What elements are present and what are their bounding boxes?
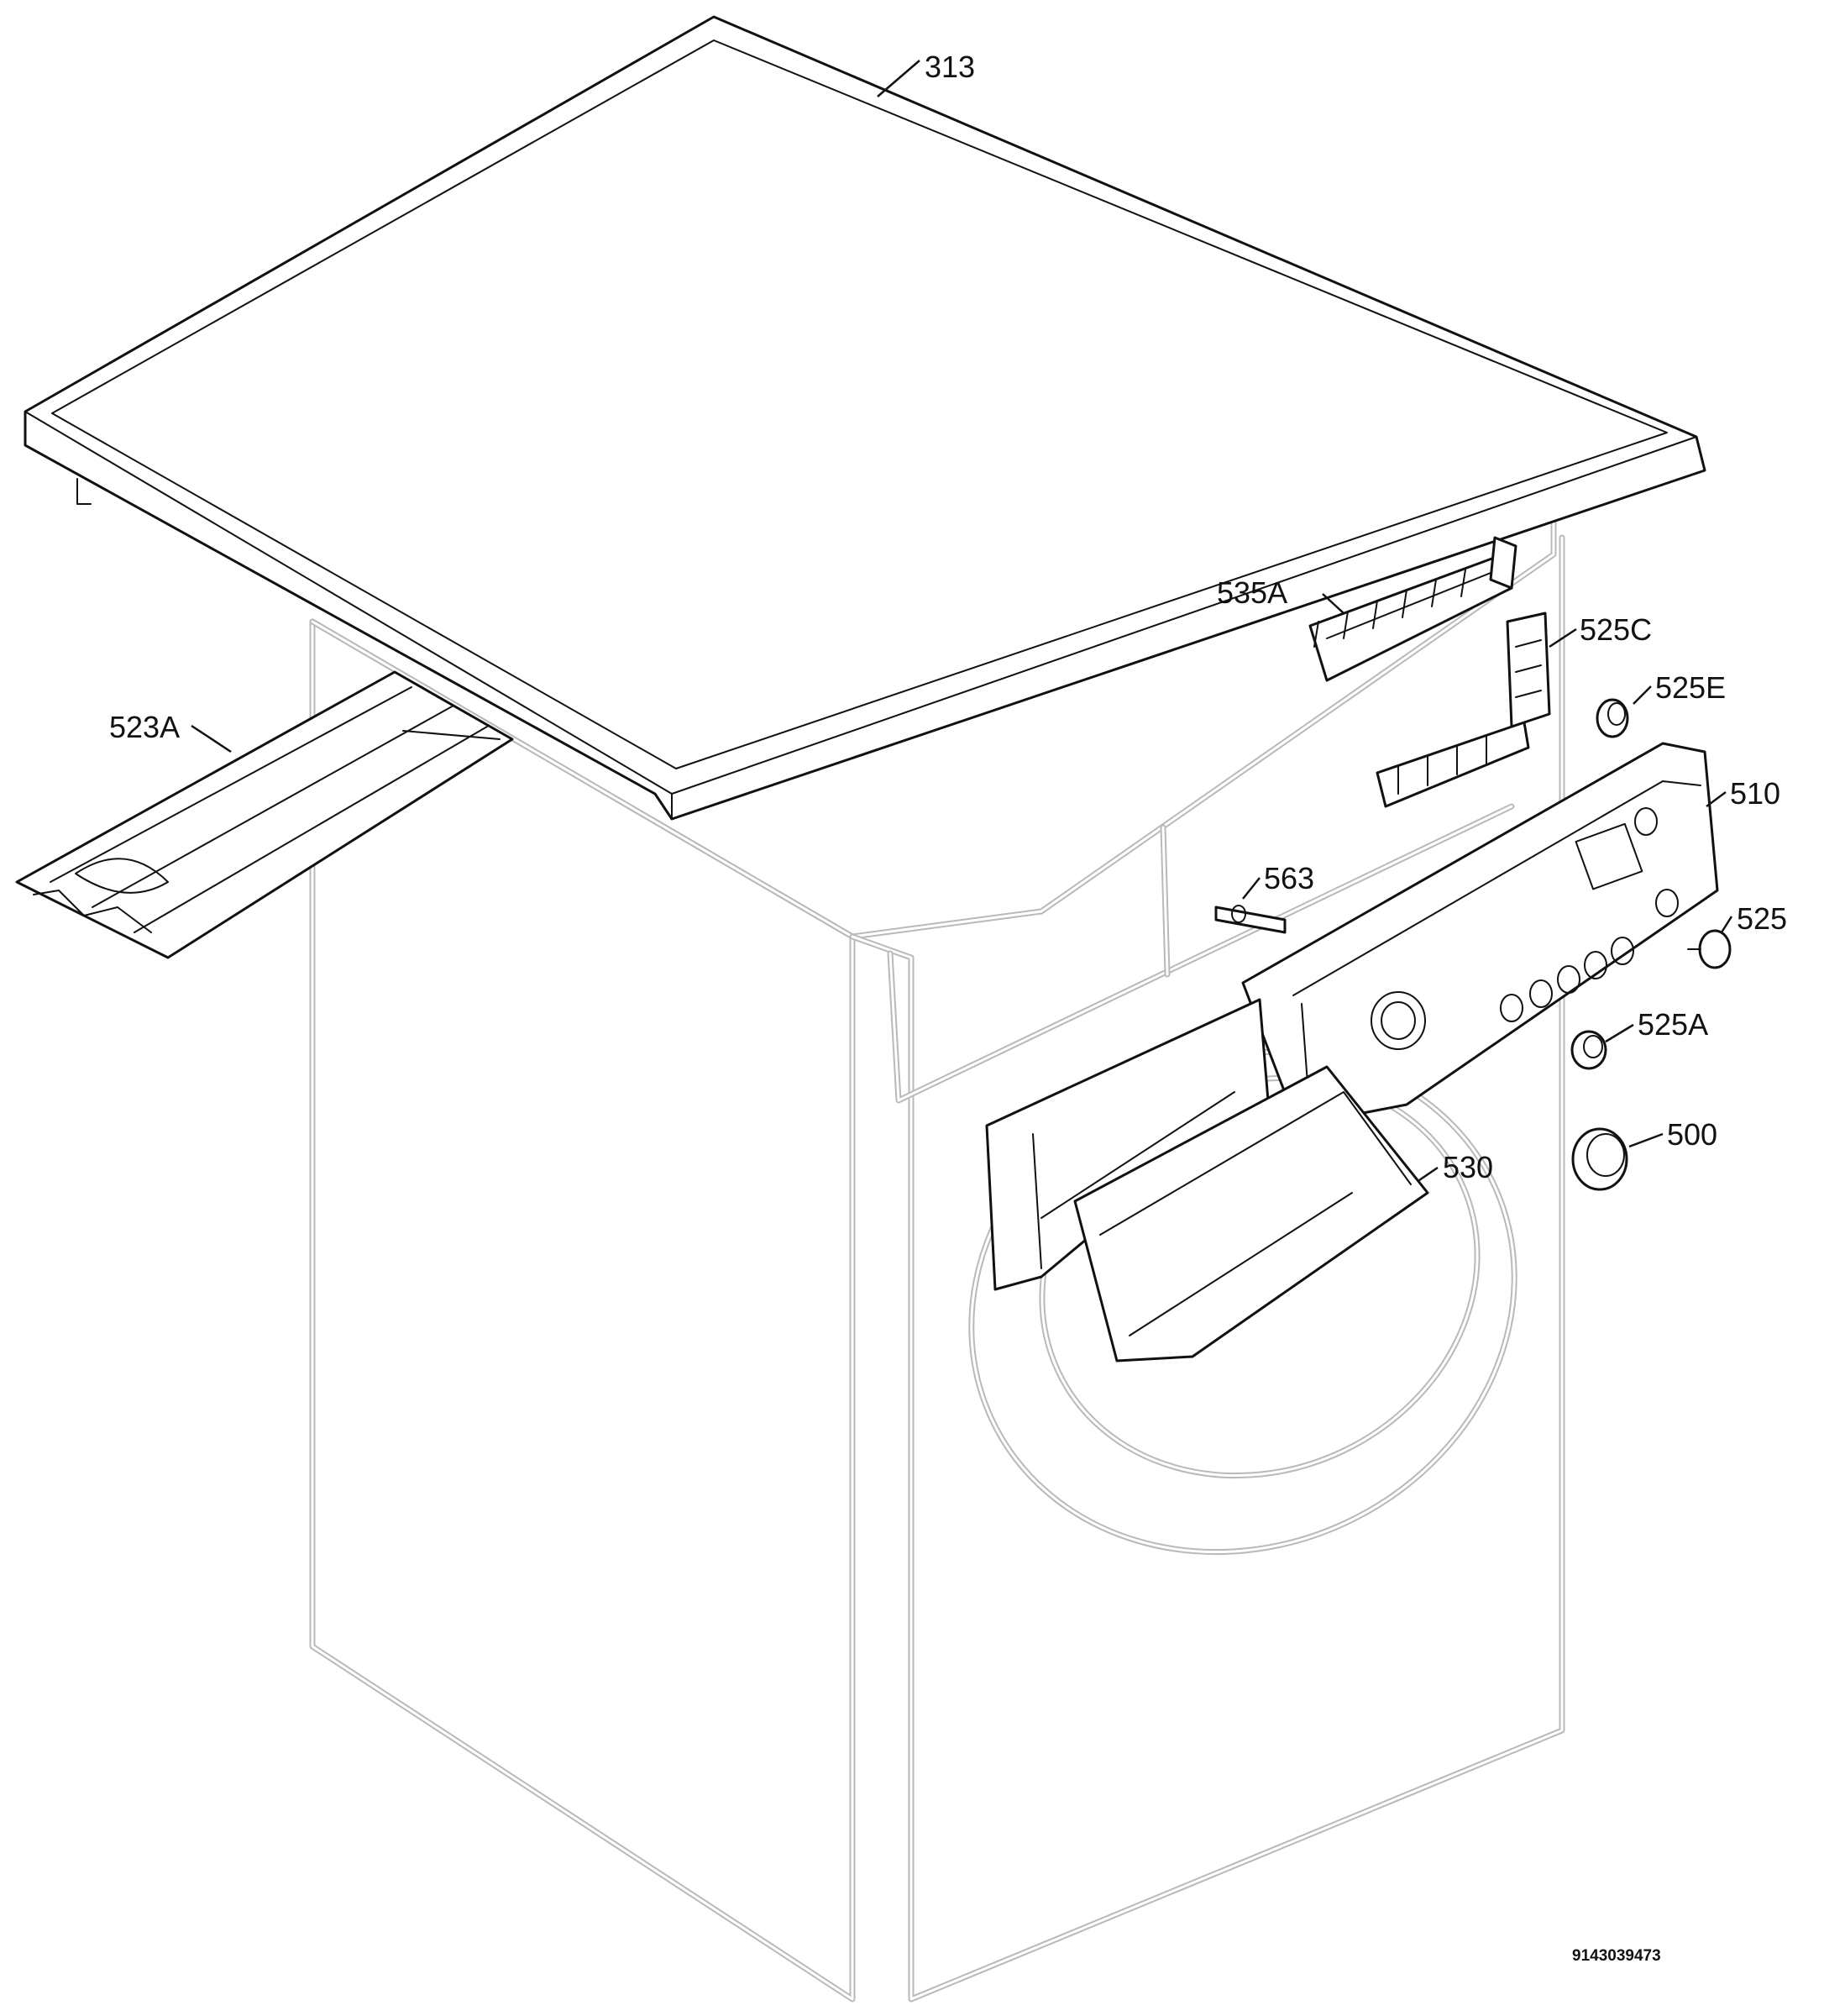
control-panel-part (1241, 742, 1719, 1127)
pin-part (1214, 905, 1287, 934)
knob-525A-part (1570, 1030, 1607, 1070)
callout-523A: 523A (109, 710, 180, 744)
callout-535A: 535A (1217, 575, 1287, 610)
button-board-part (1376, 612, 1551, 808)
callout-525A: 525A (1638, 1007, 1708, 1042)
callout-labels: 313 535A 525C 525E 523A 510 563 525 525A… (109, 50, 1787, 1184)
dispenser-drawer-part (985, 998, 1429, 1362)
callout-313: 313 (925, 50, 975, 84)
switch-block-part (1308, 536, 1517, 682)
leader-lines (191, 60, 1733, 1182)
diagram-code: 9143039473 (1572, 1947, 1661, 1965)
knob-525E-part (1596, 698, 1629, 738)
knob-500-part (1571, 1127, 1628, 1191)
callout-530: 530 (1443, 1150, 1493, 1184)
callout-563: 563 (1264, 861, 1314, 895)
callout-510: 510 (1730, 776, 1780, 811)
callout-525: 525 (1737, 901, 1787, 936)
callout-500: 500 (1667, 1117, 1717, 1152)
callout-525C: 525C (1580, 612, 1652, 647)
callout-525E: 525E (1655, 670, 1726, 705)
rail-part (15, 670, 514, 959)
worktop-lid-part (24, 15, 1706, 821)
knob-525-part (1687, 929, 1732, 969)
